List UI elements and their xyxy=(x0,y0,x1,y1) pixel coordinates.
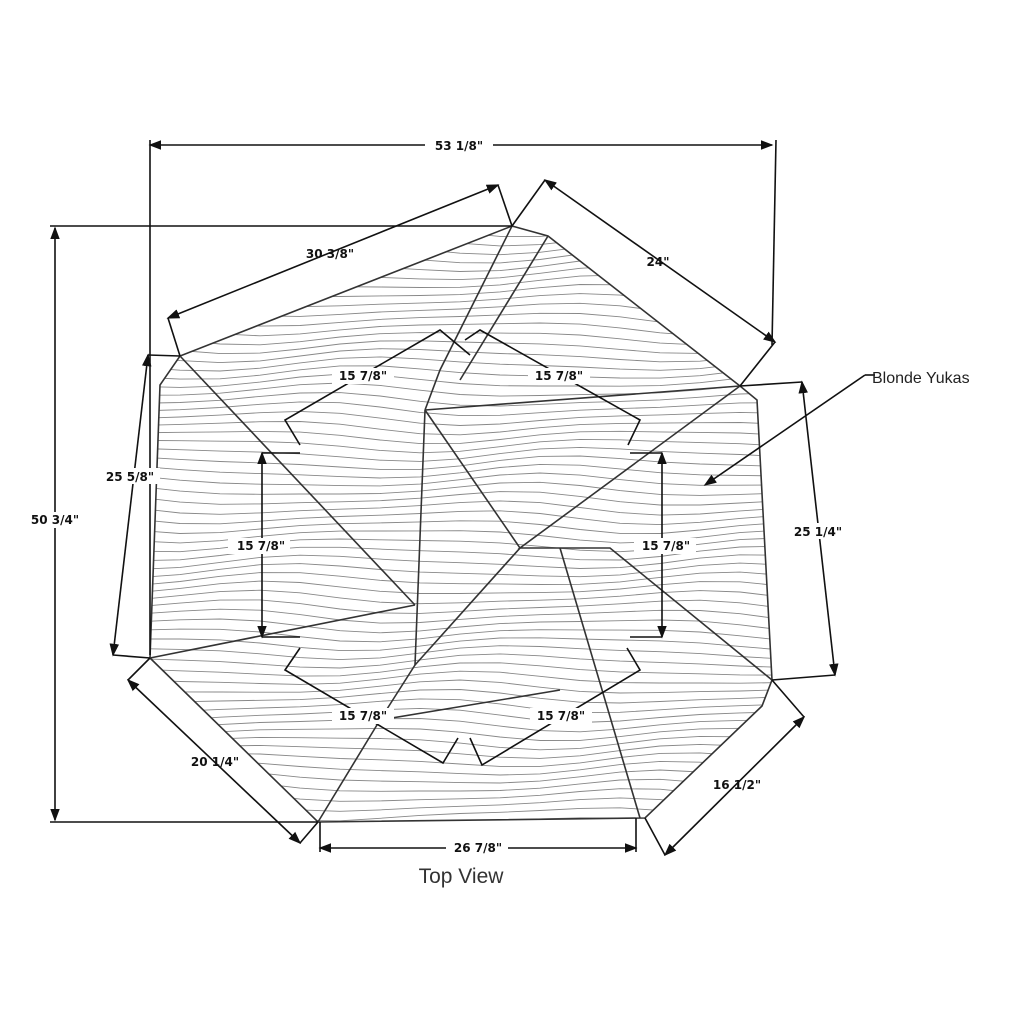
dim-inner-top-left: 15 7/8" xyxy=(339,369,387,383)
grain-line xyxy=(150,589,772,605)
dim-top-left-edge: 30 3/8" xyxy=(306,247,354,261)
grain-line xyxy=(150,373,772,388)
grain-line xyxy=(150,816,772,822)
dim-inner-bottom-right: 15 7/8" xyxy=(537,709,585,723)
dim-inner-top-right: 15 7/8" xyxy=(535,369,583,383)
grain-line xyxy=(150,410,772,426)
grain-line xyxy=(150,662,772,677)
dim-inner-right: 15 7/8" xyxy=(642,539,690,553)
grain-line xyxy=(150,356,772,372)
material-label: Blonde Yukas xyxy=(872,370,970,387)
grain-line xyxy=(150,653,772,669)
grain-line xyxy=(150,628,772,643)
wood-grain-pattern xyxy=(140,226,780,840)
grain-line xyxy=(150,340,772,355)
grain-line xyxy=(150,472,772,487)
grain-line xyxy=(150,689,772,704)
grain-line xyxy=(150,645,772,661)
grain-line xyxy=(150,707,772,723)
dim-inner-bottom-left: 15 7/8" xyxy=(339,709,387,723)
grain-line xyxy=(150,438,772,454)
grain-line xyxy=(150,401,772,417)
grain-line xyxy=(150,806,772,822)
dim-inner-left: 15 7/8" xyxy=(237,539,285,553)
dim-overall-depth: 50 3/4" xyxy=(31,513,79,527)
dim-left-edge: 25 5/8" xyxy=(106,470,154,484)
grain-line xyxy=(150,599,772,614)
grain-line xyxy=(150,292,772,309)
dim-bottom-right-edge: 16 1/2" xyxy=(713,778,761,792)
view-title: Top View xyxy=(419,865,505,888)
grain-line xyxy=(150,421,772,436)
grain-line xyxy=(150,796,772,813)
grain-line xyxy=(150,240,772,256)
grain-line xyxy=(150,787,772,803)
grain-line xyxy=(150,463,772,479)
grain-line xyxy=(150,637,772,652)
grain-line xyxy=(150,257,772,272)
grain-line xyxy=(150,430,772,445)
grain-line xyxy=(150,248,772,264)
dim-right-edge: 25 1/4" xyxy=(794,525,842,539)
grain-line xyxy=(150,302,772,318)
grain-line xyxy=(140,827,780,840)
grain-line xyxy=(150,500,772,516)
grain-line xyxy=(150,392,772,407)
grain-line xyxy=(150,232,772,247)
grain-line xyxy=(150,365,772,380)
grain-line xyxy=(150,735,772,751)
grain-line xyxy=(150,446,772,462)
grain-line xyxy=(150,510,772,526)
dimension-lines xyxy=(50,139,875,857)
dim-top-right-edge: 24" xyxy=(647,255,670,269)
dim-bottom-edge: 26 7/8" xyxy=(454,841,502,855)
dim-overall-width: 53 1/8" xyxy=(435,139,483,153)
dim-bottom-left-edge: 20 1/4" xyxy=(191,755,239,769)
grain-line xyxy=(150,455,772,470)
grain-line xyxy=(150,679,772,694)
grain-line xyxy=(150,348,772,364)
dimension-labels: 53 1/8" 50 3/4" 30 3/8" 24" 25 5/8" 25 1… xyxy=(22,137,970,888)
